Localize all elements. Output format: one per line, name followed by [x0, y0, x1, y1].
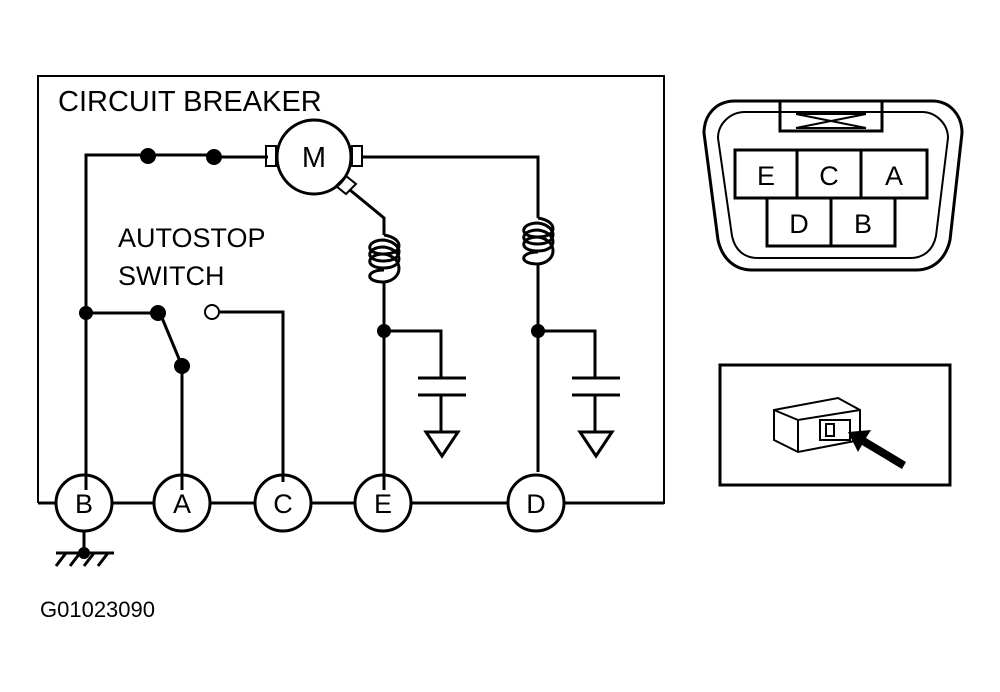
circuit-breaker-title: CIRCUIT BREAKER — [58, 86, 322, 118]
connector-pin-d-label: D — [789, 209, 809, 239]
connector-face: E C A D B — [702, 99, 964, 272]
autostop-label-line1: AUTOSTOP — [118, 223, 266, 253]
breaker-contact-left — [140, 148, 156, 164]
autostop-label-line2: SWITCH — [118, 261, 224, 291]
arrow-icon — [848, 430, 906, 469]
connector-pin-e-label: E — [757, 161, 775, 191]
coil-e — [368, 233, 401, 284]
connector-body-icon — [773, 396, 861, 454]
terminal-b-label: B — [75, 489, 93, 519]
connector-pin-b-label: B — [854, 209, 872, 239]
switch-blade — [158, 312, 184, 367]
capacitor-d — [538, 329, 620, 432]
motor-brush-third — [334, 174, 358, 196]
connector-latch — [778, 99, 884, 133]
connector-locator — [718, 363, 952, 487]
motor-right-wire — [362, 155, 540, 218]
figure-code: G01023090 — [40, 597, 155, 622]
terminal-c-label: C — [273, 489, 293, 519]
terminal-d: D — [506, 473, 566, 533]
terminal-e-label: E — [374, 489, 392, 519]
terminal-b: B — [54, 473, 114, 533]
terminal-a: A — [152, 473, 212, 533]
top-wire — [84, 153, 148, 490]
junction-b — [79, 306, 93, 320]
ground-triangle-e — [423, 430, 461, 459]
motor-brush-right — [351, 145, 363, 167]
switch-c-wire — [220, 310, 285, 482]
terminal-a-label: A — [173, 489, 191, 519]
capacitor-e — [384, 329, 466, 432]
connector-pin-b — [829, 196, 897, 248]
motor-third-wire — [349, 188, 386, 235]
switch-contact-open — [204, 304, 220, 320]
terminal-d-label: D — [526, 489, 546, 519]
motor-symbol — [275, 118, 353, 196]
ground-junction — [78, 547, 90, 559]
terminal-c: C — [253, 473, 313, 533]
terminal-e: E — [353, 473, 413, 533]
connector-pin-a-label: A — [885, 161, 903, 191]
ground-triangle-d — [577, 430, 615, 459]
coil-d — [522, 216, 555, 266]
motor-label: M — [302, 142, 326, 174]
connector-pin-c-label: C — [819, 161, 839, 191]
